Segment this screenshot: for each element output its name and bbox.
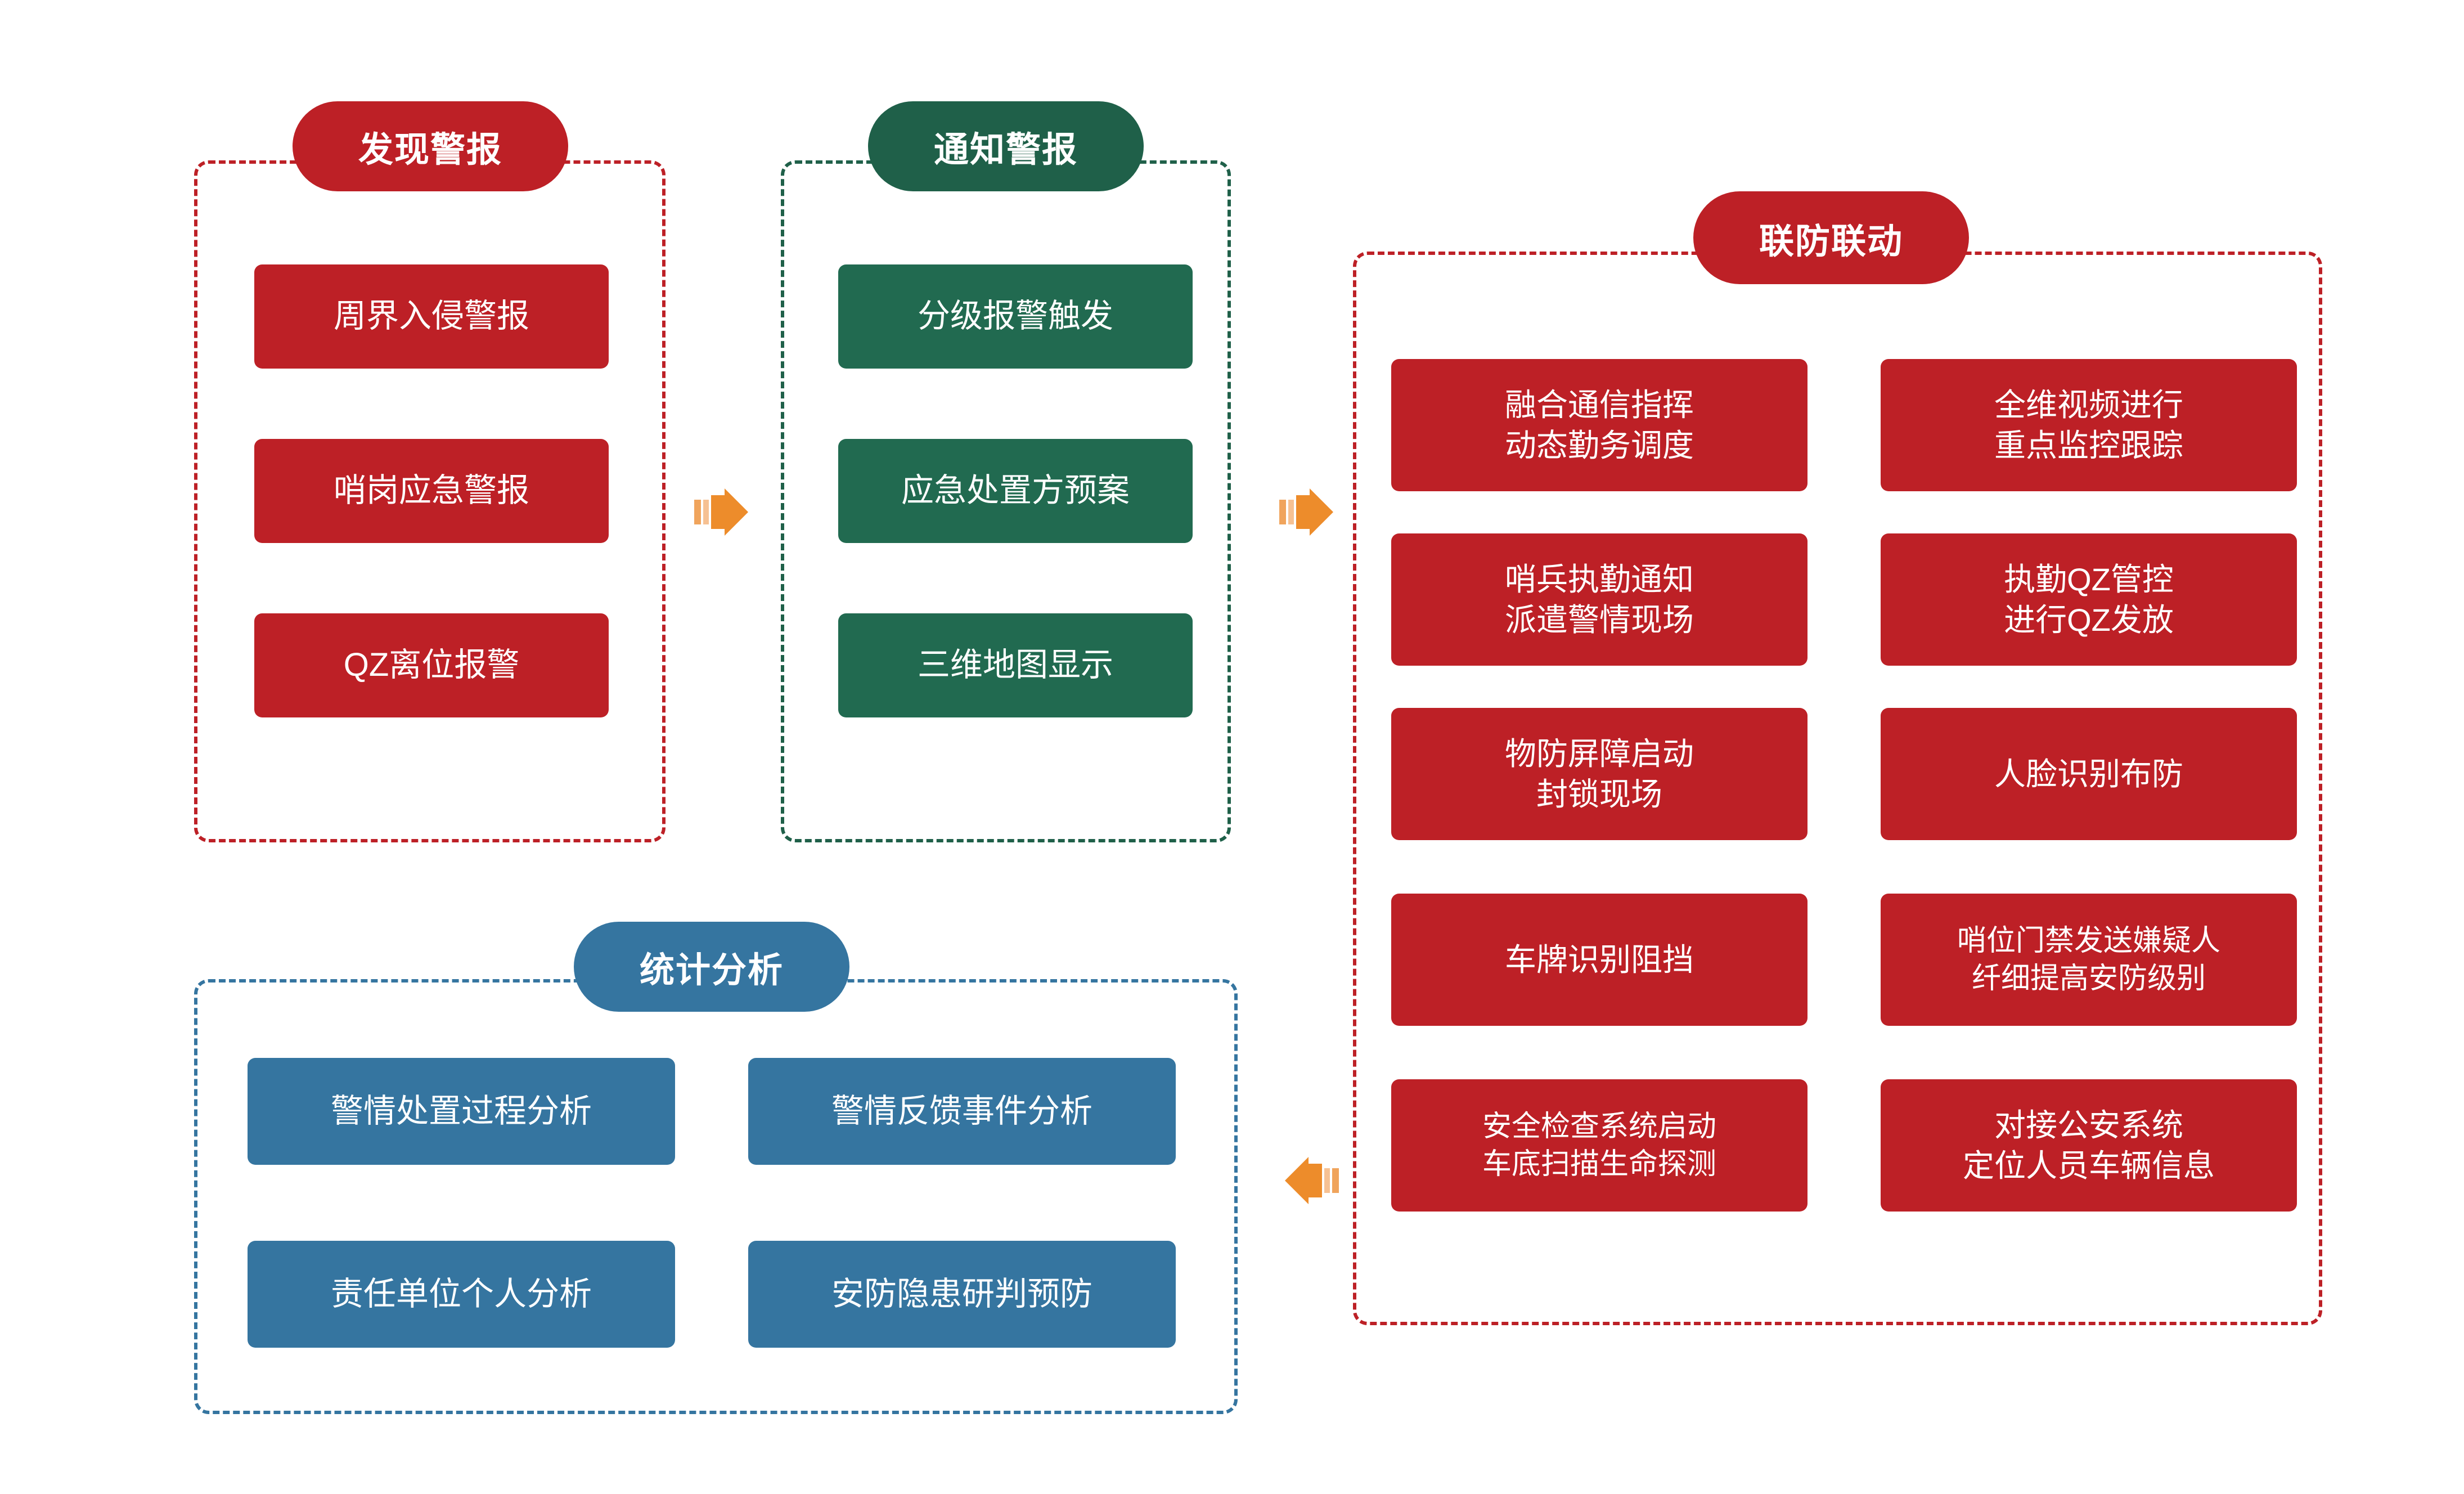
card-notify-2[interactable]: 三维地图显示	[838, 613, 1193, 717]
card-statistics-2[interactable]: 责任单位个人分析	[248, 1241, 675, 1348]
card-joint-defense-2[interactable]: 哨兵执勤通知 派遣警情现场	[1391, 533, 1807, 666]
card-joint-defense-0[interactable]: 融合通信指挥 动态勤务调度	[1391, 359, 1807, 491]
card-joint-defense-4[interactable]: 物防屏障启动 封锁现场	[1391, 708, 1807, 840]
card-joint-defense-9[interactable]: 对接公安系统 定位人员车辆信息	[1881, 1079, 2297, 1212]
card-notify-0[interactable]: 分级报警触发	[838, 264, 1193, 369]
arrow-right-icon	[1279, 488, 1333, 536]
card-joint-defense-3[interactable]: 执勤QZ管控 进行QZ发放	[1881, 533, 2297, 666]
arrow-right-icon	[694, 488, 748, 536]
arrow-left-icon	[1285, 1157, 1339, 1204]
card-notify-1[interactable]: 应急处置方预案	[838, 439, 1193, 543]
group-title-statistics[interactable]: 统计分析	[574, 922, 849, 1012]
card-discover-2[interactable]: QZ离位报警	[254, 613, 609, 717]
arrow-left-joint-defense-to-statistics	[1278, 1152, 1340, 1209]
card-joint-defense-8[interactable]: 安全检查系统启动 车底扫描生命探测	[1391, 1079, 1807, 1212]
arrow-right-notify-to-joint-defense	[1278, 484, 1340, 540]
group-title-discover[interactable]: 发现警报	[293, 101, 568, 191]
card-joint-defense-5[interactable]: 人脸识别布防	[1881, 708, 2297, 840]
card-joint-defense-7[interactable]: 哨位门禁发送嫌疑人 纤细提高安防级别	[1881, 894, 2297, 1026]
card-discover-1[interactable]: 哨岗应急警报	[254, 439, 609, 543]
arrow-right-discover-to-notify	[693, 484, 755, 540]
group-title-notify[interactable]: 通知警报	[868, 101, 1144, 191]
card-statistics-1[interactable]: 警情反馈事件分析	[748, 1058, 1176, 1165]
group-container-statistics	[194, 979, 1238, 1414]
card-statistics-3[interactable]: 安防隐患研判预防	[748, 1241, 1176, 1348]
card-discover-0[interactable]: 周界入侵警报	[254, 264, 609, 369]
card-joint-defense-1[interactable]: 全维视频进行 重点监控跟踪	[1881, 359, 2297, 491]
group-title-joint-defense[interactable]: 联防联动	[1693, 191, 1969, 284]
card-statistics-0[interactable]: 警情处置过程分析	[248, 1058, 675, 1165]
card-joint-defense-6[interactable]: 车牌识别阻挡	[1391, 894, 1807, 1026]
